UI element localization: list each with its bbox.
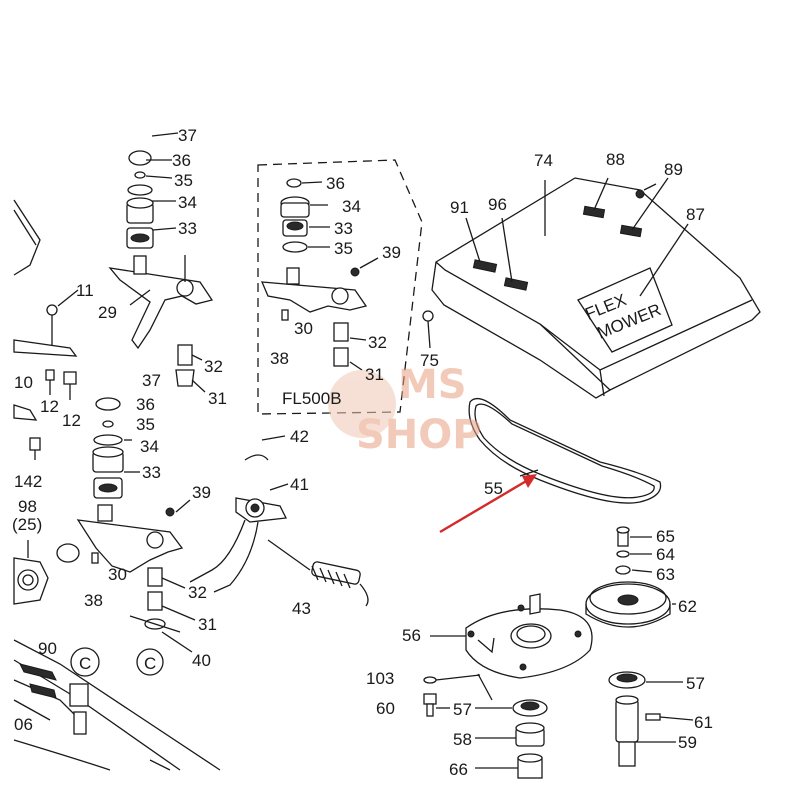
label-98: 98 [18,497,37,516]
label-103: 103 [366,669,394,688]
label-36-b: 36 [136,395,155,414]
label-32: 32 [204,357,223,376]
label-35-kit: 35 [334,239,353,258]
label-31-kit: 31 [365,365,384,384]
label-39-kit: 39 [382,243,401,262]
mower-deck-corner [13,639,221,771]
label-64: 64 [656,545,675,564]
label-32-kit: 32 [368,333,387,352]
label-11: 11 [76,281,94,300]
left-edge-parts [13,199,79,460]
circle-marker-text-left: C [79,654,91,673]
label-57: 57 [453,700,472,719]
label-43: 43 [292,599,311,618]
label-63: 63 [656,565,675,584]
label-25: (25) [12,515,42,534]
bearing-housing-98 [13,540,80,605]
label-30-kit: 30 [294,319,313,338]
label-58: 58 [453,730,472,749]
label-96: 96 [488,195,507,214]
label-12-b: 12 [62,411,81,430]
label-42: 42 [290,427,309,446]
watermark-line2: SHOP [356,412,482,458]
label-39: 39 [192,483,211,502]
label-29: 29 [98,303,117,322]
circle-marker-text: C [144,654,156,673]
label-41: 41 [290,475,309,494]
left-lower-spindle-assembly [76,397,196,676]
label-65: 65 [656,527,675,546]
idler-arm-assembly [189,435,369,607]
label-87: 87 [686,205,705,224]
label-35: 35 [174,171,193,190]
label-36: 36 [172,151,191,170]
part-number-labels: 37 36 35 34 33 29 32 31 11 10 12 12 142 … [12,126,713,779]
label-06: 06 [14,715,33,734]
label-30: 30 [108,565,127,584]
label-38-kit: 38 [270,349,289,368]
label-31: 31 [208,389,227,408]
kit-box-label: FL500B [282,389,342,408]
label-34: 34 [178,193,197,212]
label-56: 56 [402,626,421,645]
label-60: 60 [376,699,395,718]
label-89: 89 [664,160,683,179]
label-88: 88 [606,150,625,169]
mounting-plate-56 [430,593,593,679]
label-62: 62 [678,597,697,616]
label-90: 90 [38,639,57,658]
label-57-b: 57 [686,674,705,693]
label-34-b: 34 [140,437,159,456]
label-37-b: 37 [142,371,161,390]
label-10: 10 [14,373,33,392]
label-61: 61 [694,713,713,732]
drive-belt-55 [468,397,662,504]
label-59: 59 [678,733,697,752]
label-35-b: 35 [136,415,155,434]
label-37: 37 [178,126,197,145]
label-33-b: 33 [142,463,161,482]
left-upper-spindle-assembly [108,132,214,393]
label-91: 91 [450,198,469,217]
label-40: 40 [192,651,211,670]
label-34-kit: 34 [342,197,361,216]
kit-box-fl500b [257,159,423,415]
watermark-line1: MS [398,362,467,408]
spindle-stack-bottom [423,673,548,779]
label-55: 55 [484,479,503,498]
deck-cover-74 [422,177,761,399]
label-74: 74 [534,151,553,170]
label-12: 12 [40,397,59,416]
shop-watermark: MS SHOP [328,362,482,458]
label-33-kit: 33 [334,219,353,238]
pulley-assembly [585,526,676,628]
label-36-kit: 36 [326,174,345,193]
spindle-shaft [608,671,694,767]
label-75: 75 [420,351,439,370]
label-31-b: 31 [198,615,217,634]
label-142: 142 [14,472,42,491]
red-pointer-arrow [439,474,537,534]
label-38: 38 [84,591,103,610]
label-32-b: 32 [188,583,207,602]
label-33: 33 [178,219,197,238]
label-66: 66 [449,760,468,779]
